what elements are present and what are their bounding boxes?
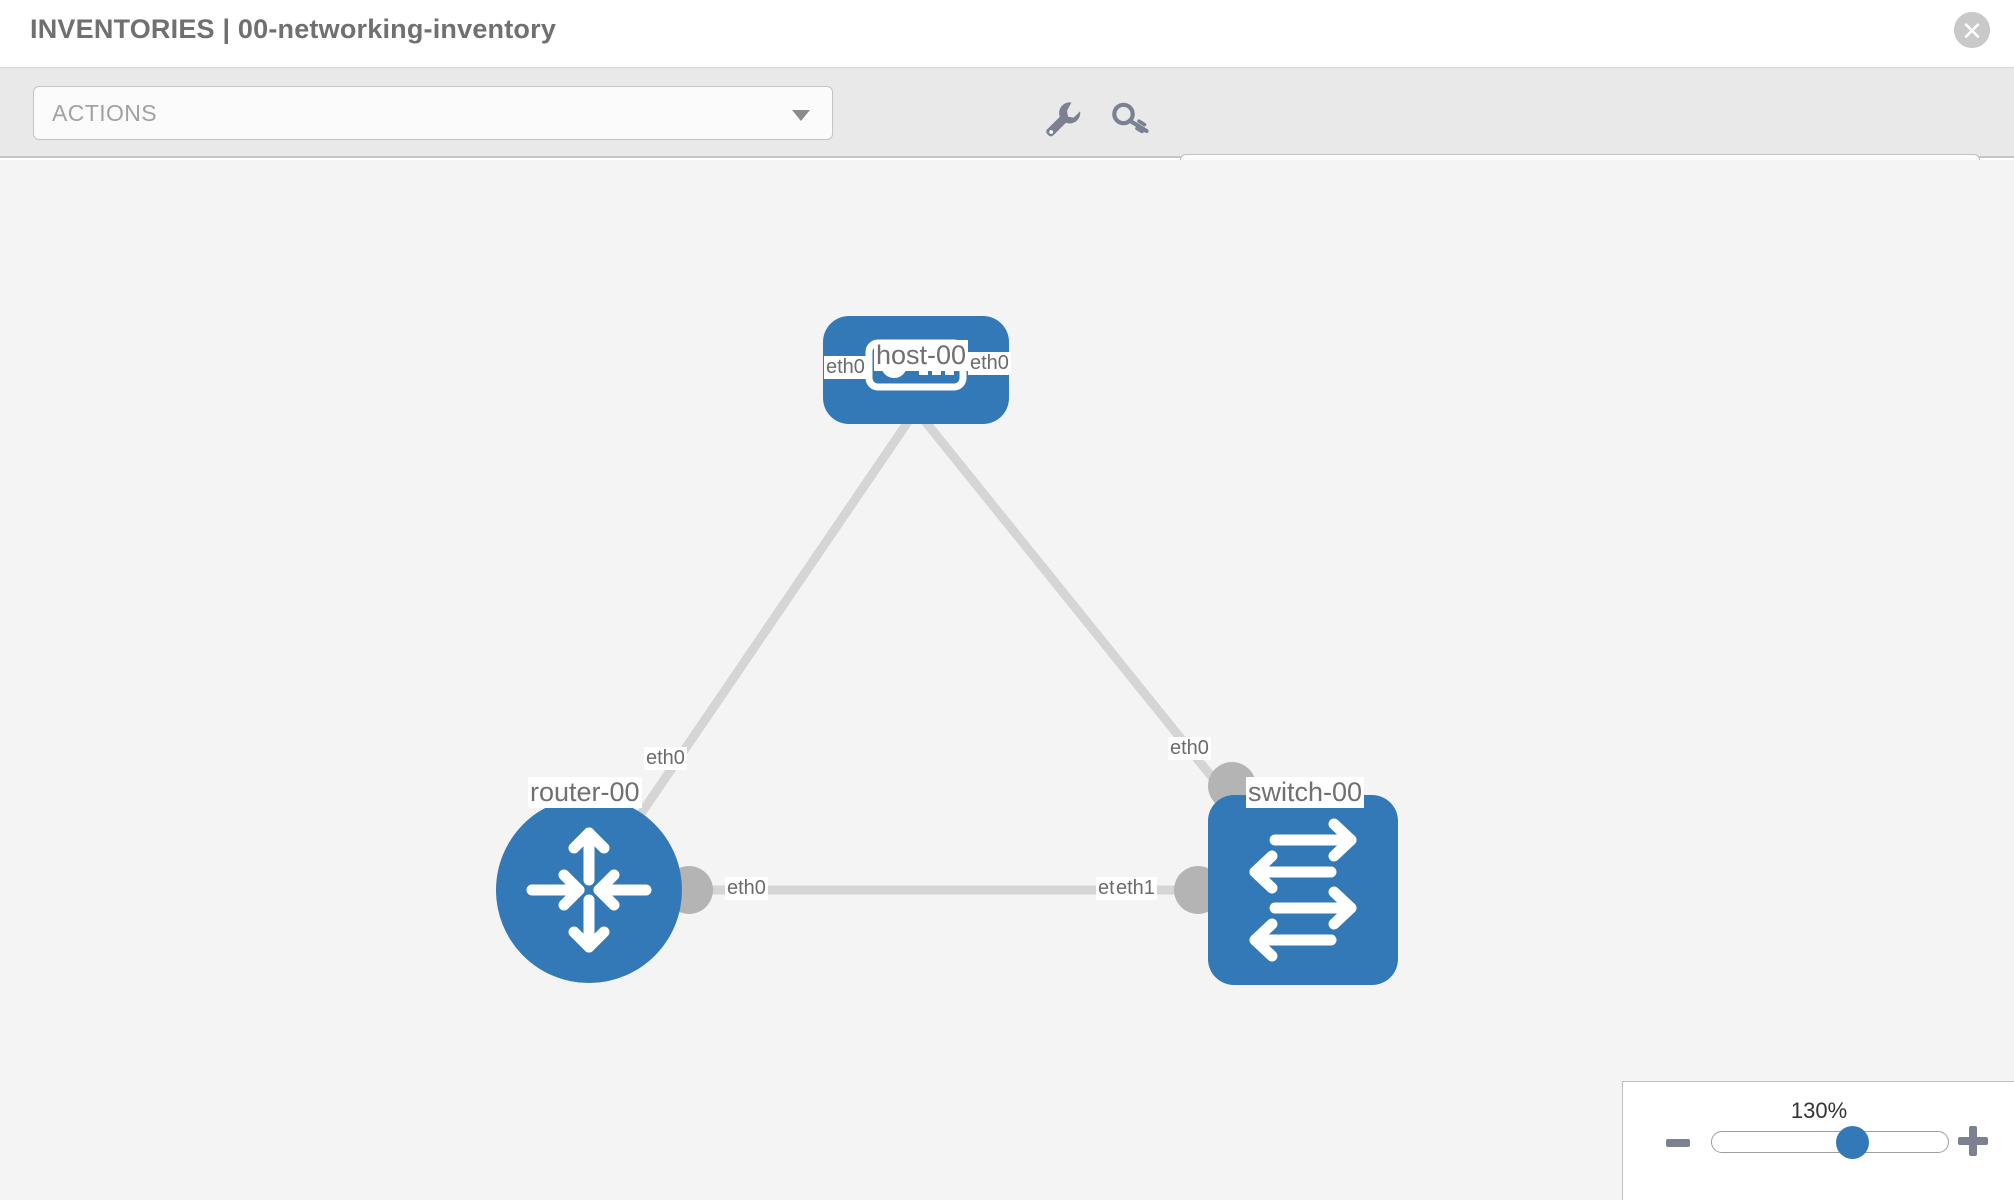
minus-icon[interactable]: [1665, 1130, 1691, 1156]
iface-label-switch-eth1: eth1: [1114, 877, 1157, 900]
node-router-00[interactable]: [496, 797, 682, 983]
topology-links: [585, 407, 1307, 895]
toolbar: ACTIONS SEARCH: [0, 68, 2014, 208]
key-icon[interactable]: [1108, 96, 1152, 140]
plus-icon[interactable]: [1956, 1124, 1990, 1158]
node-label-router-00[interactable]: router-00: [528, 777, 642, 808]
actions-dropdown[interactable]: ACTIONS: [33, 86, 833, 140]
zoom-control-panel: 130%: [1622, 1081, 2014, 1200]
close-icon[interactable]: [1954, 12, 1990, 48]
topology-canvas[interactable]: host-00 router-00 switch-00 eth0 eth0 et…: [0, 160, 2014, 1200]
chevron-down-icon: [792, 110, 810, 121]
zoom-slider[interactable]: [1711, 1126, 1949, 1159]
node-switch-00[interactable]: [1208, 795, 1398, 985]
node-label-host-00[interactable]: host-00: [874, 340, 969, 371]
page-title: INVENTORIES | 00-networking-inventory: [30, 14, 557, 44]
iface-label-host-eth0-right: eth0: [968, 352, 1011, 375]
wrench-icon[interactable]: [1040, 96, 1084, 140]
node-label-switch-00[interactable]: switch-00: [1246, 777, 1365, 808]
iface-label-host-eth0-left: eth0: [824, 356, 867, 379]
iface-label-router-eth0-up: eth0: [644, 747, 687, 770]
actions-dropdown-label: ACTIONS: [52, 100, 158, 126]
router-icon: [526, 827, 652, 953]
page-header: INVENTORIES | 00-networking-inventory: [0, 0, 2014, 68]
switch-icon: [1249, 818, 1357, 962]
zoom-level-label: 130%: [1790, 1098, 1848, 1123]
zoom-slider-thumb[interactable]: [1836, 1126, 1869, 1159]
iface-label-router-eth0-right: eth0: [725, 877, 768, 900]
topology-graph[interactable]: [0, 160, 2014, 1200]
iface-label-switch-eth0-up: eth0: [1168, 737, 1211, 760]
link-host-router: [585, 407, 920, 893]
